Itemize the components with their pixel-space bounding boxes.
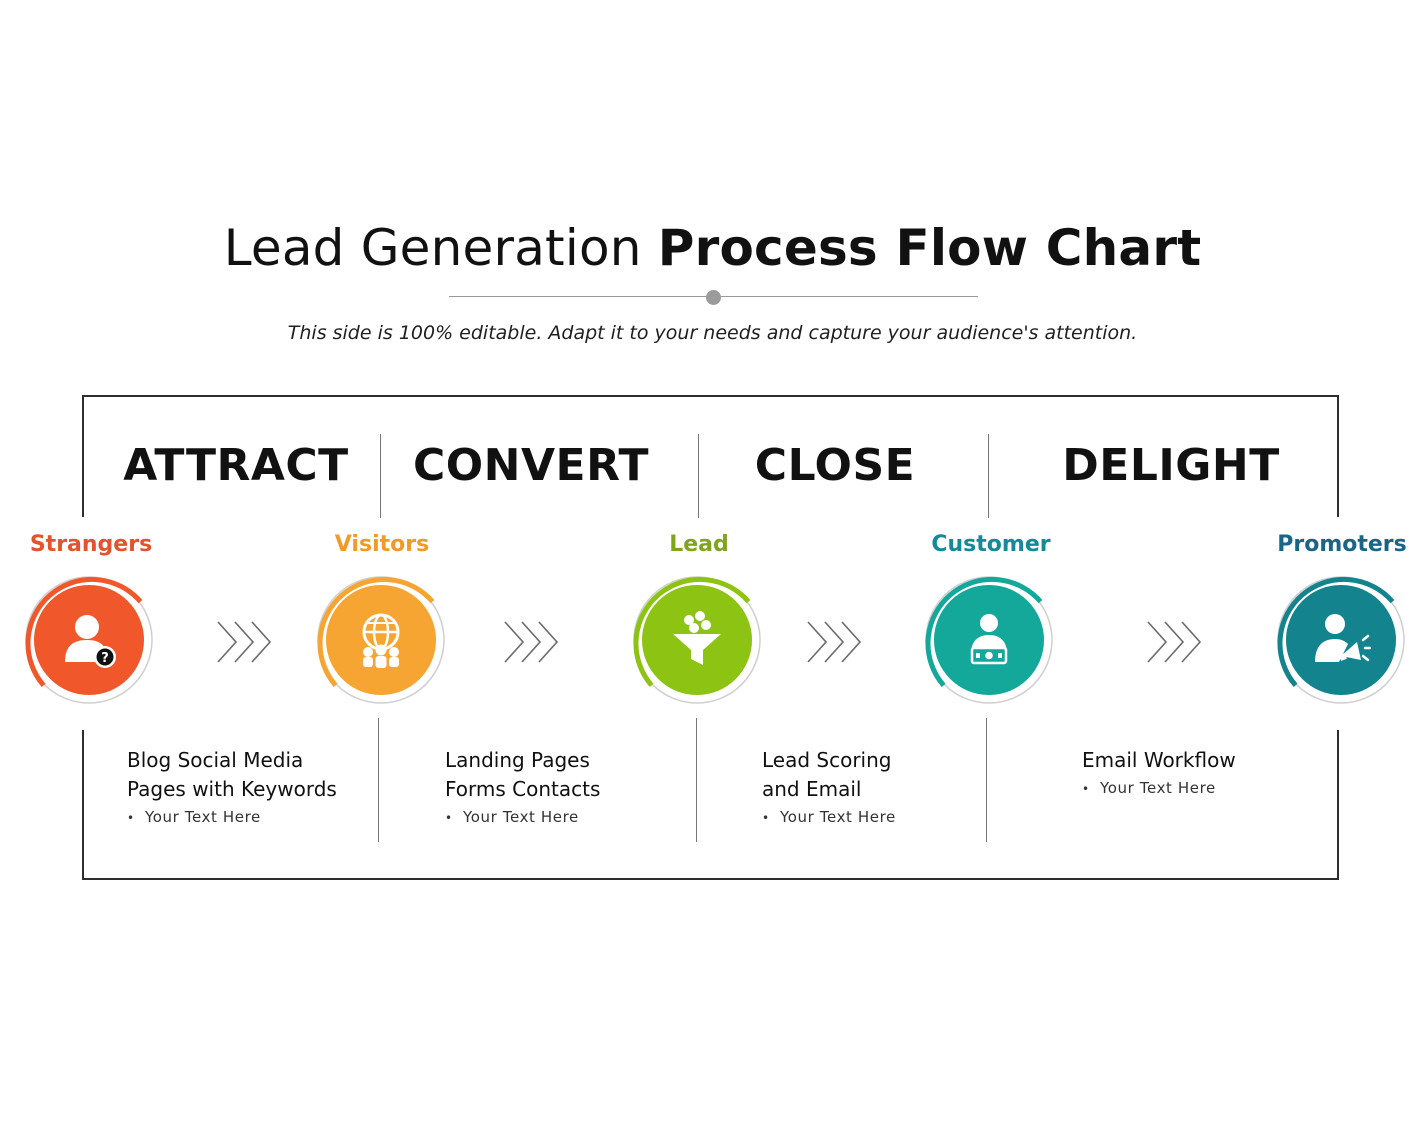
chevron-right-icon	[217, 621, 272, 663]
separator-top-2	[698, 434, 699, 518]
stage-close: CLOSE	[754, 440, 916, 491]
chevron-right-icon	[1147, 621, 1202, 663]
node-label-visitors: Visitors	[334, 532, 430, 557]
person-money-icon	[970, 614, 1008, 665]
node-lead	[630, 573, 764, 707]
separator-bottom-1	[378, 718, 379, 842]
description-attract: Blog Social Media Pages with Keywords •Y…	[127, 746, 337, 829]
node-label-promoters: Promoters	[1277, 532, 1407, 557]
chevron-right-icon	[807, 621, 862, 663]
separator-top-3	[988, 434, 989, 518]
title-light: Lead Generation	[223, 219, 642, 277]
description-bullet: •Your Text Here	[762, 808, 896, 826]
title-bold: Process Flow Chart	[657, 219, 1202, 277]
description-line: Email Workflow	[1082, 748, 1236, 772]
node-promoters	[1274, 573, 1408, 707]
divider-left	[449, 296, 706, 297]
stage-delight: DELIGHT	[1062, 440, 1280, 491]
page-title: Lead Generation Process Flow Chart	[0, 215, 1425, 281]
description-delight: Email Workflow •Your Text Here	[1082, 746, 1236, 800]
chevron-right-icon	[504, 621, 559, 663]
divider-dot	[706, 290, 721, 305]
node-visitors	[314, 573, 448, 707]
separator-bottom-3	[986, 718, 987, 842]
person-megaphone-icon	[1315, 614, 1371, 662]
node-customer	[922, 573, 1056, 707]
person-question-icon: ?	[65, 615, 116, 668]
description-bullet: •Your Text Here	[1082, 779, 1216, 797]
description-line: Blog Social Media	[127, 748, 304, 772]
node-strangers: ?	[22, 573, 156, 707]
node-label-customer: Customer	[931, 532, 1051, 557]
description-title: Lead Scoring and Email	[762, 746, 896, 804]
bullet-text: Your Text Here	[1100, 779, 1216, 797]
svg-text:?: ?	[101, 651, 109, 666]
frame-bottom	[82, 878, 1339, 880]
bullet-text: Your Text Here	[463, 808, 579, 826]
frame-left-bottom	[82, 730, 84, 880]
separator-top-1	[380, 434, 381, 518]
description-bullet: •Your Text Here	[445, 808, 579, 826]
description-bullet: •Your Text Here	[127, 808, 261, 826]
description-title: Blog Social Media Pages with Keywords	[127, 746, 337, 804]
description-line: Forms Contacts	[445, 777, 601, 801]
node-label-lead: Lead	[669, 532, 729, 557]
node-label-strangers: Strangers	[29, 532, 153, 557]
description-title: Email Workflow	[1082, 746, 1236, 775]
divider-right	[721, 296, 978, 297]
frame-right-top	[1337, 395, 1339, 517]
bullet-text: Your Text Here	[145, 808, 261, 826]
description-line: Pages with Keywords	[127, 777, 337, 801]
frame-left-top	[82, 395, 84, 517]
funnel-icon	[673, 611, 721, 665]
globe-people-icon	[362, 613, 400, 668]
separator-bottom-2	[696, 718, 697, 842]
subtitle: This side is 100% editable. Adapt it to …	[287, 322, 1138, 344]
frame-right-bottom	[1337, 730, 1339, 880]
description-line: and Email	[762, 777, 862, 801]
description-line: Lead Scoring	[762, 748, 892, 772]
description-title: Landing Pages Forms Contacts	[445, 746, 600, 804]
description-line: Landing Pages	[445, 748, 590, 772]
description-close: Lead Scoring and Email •Your Text Here	[762, 746, 896, 829]
bullet-text: Your Text Here	[780, 808, 896, 826]
stage-attract: ATTRACT	[123, 440, 349, 491]
frame-top	[82, 395, 1339, 397]
description-convert: Landing Pages Forms Contacts •Your Text …	[445, 746, 600, 829]
stage-convert: CONVERT	[412, 440, 650, 491]
